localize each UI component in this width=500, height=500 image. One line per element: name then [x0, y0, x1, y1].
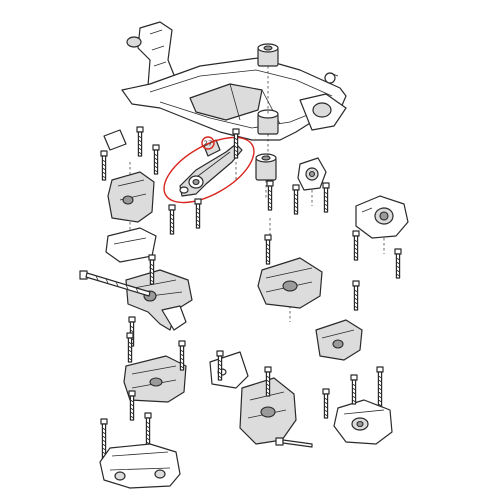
left-gearbox-bracket — [125, 269, 193, 331]
bolt-icon — [152, 144, 160, 175]
bolt-icon — [322, 182, 330, 213]
bolt-icon — [352, 280, 360, 311]
bolt-icon — [350, 374, 358, 405]
highlight-ellipse — [163, 136, 255, 204]
horizontal-bolt-icon — [275, 437, 313, 448]
bolt-icon — [194, 198, 202, 229]
left-engine-mount-upper — [103, 129, 157, 263]
bolt-icon — [232, 128, 240, 159]
left-support-bracket — [99, 443, 181, 489]
bolt-icon — [216, 350, 224, 381]
bolt-icon — [178, 340, 186, 371]
bolt-icon — [292, 184, 300, 215]
bolt-icon — [264, 366, 272, 397]
bolt-icon — [322, 388, 330, 419]
right-support-bracket — [333, 399, 393, 445]
bolt-icon — [264, 234, 272, 265]
bolt-icon — [168, 204, 176, 235]
long-bolt-icon — [79, 270, 151, 297]
bolt-icon — [126, 332, 134, 363]
right-engine-mount — [355, 195, 409, 239]
bolt-icon — [128, 390, 136, 421]
center-engine-mount — [257, 257, 323, 309]
bolt-icon — [352, 230, 360, 261]
right-mount-bracket — [315, 319, 363, 361]
bolt-icon — [376, 366, 384, 409]
callout-circle — [201, 136, 215, 150]
bolt-icon — [266, 180, 274, 211]
bolt-icon — [136, 126, 144, 157]
bolt-icon — [148, 254, 156, 285]
callout-label: 27 — [204, 140, 213, 148]
subframe — [121, 21, 347, 191]
bolt-icon — [394, 248, 402, 279]
center-support-bracket — [209, 351, 297, 445]
left-engine-mount-lower — [123, 355, 187, 403]
bolt-icon — [100, 150, 108, 181]
